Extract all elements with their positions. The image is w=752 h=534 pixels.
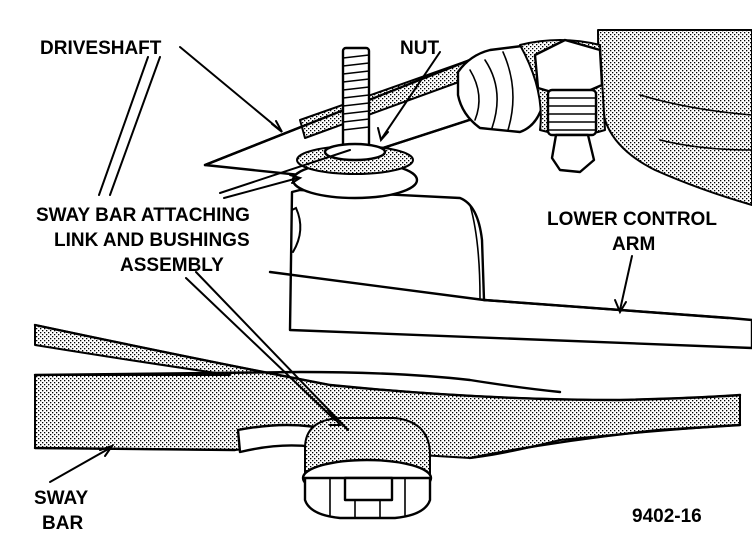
label-link-line2: LINK AND BUSHINGS <box>54 230 250 251</box>
knuckle-hub <box>597 29 752 206</box>
lower-bushing-nut <box>301 417 433 520</box>
label-sway-bar-line1: SWAY <box>34 488 89 509</box>
link-stud <box>341 46 371 155</box>
figure-number: 9402-16 <box>632 506 702 527</box>
label-lower-control-arm-line1: LOWER CONTROL <box>547 209 717 230</box>
upper-bushing <box>291 142 419 200</box>
label-link-line1: SWAY BAR ATTACHING <box>36 205 250 226</box>
lower-control-arm <box>268 188 752 350</box>
label-link-line3: ASSEMBLY <box>120 255 224 276</box>
leader-lines <box>49 46 633 483</box>
label-sway-bar-line2: BAR <box>42 513 83 534</box>
label-driveshaft: DRIVESHAFT <box>40 38 162 59</box>
sway-bar <box>33 323 742 460</box>
label-lower-control-arm-line2: ARM <box>612 234 655 255</box>
label-nut: NUT <box>400 38 439 59</box>
ball-joint-nut <box>533 38 604 174</box>
